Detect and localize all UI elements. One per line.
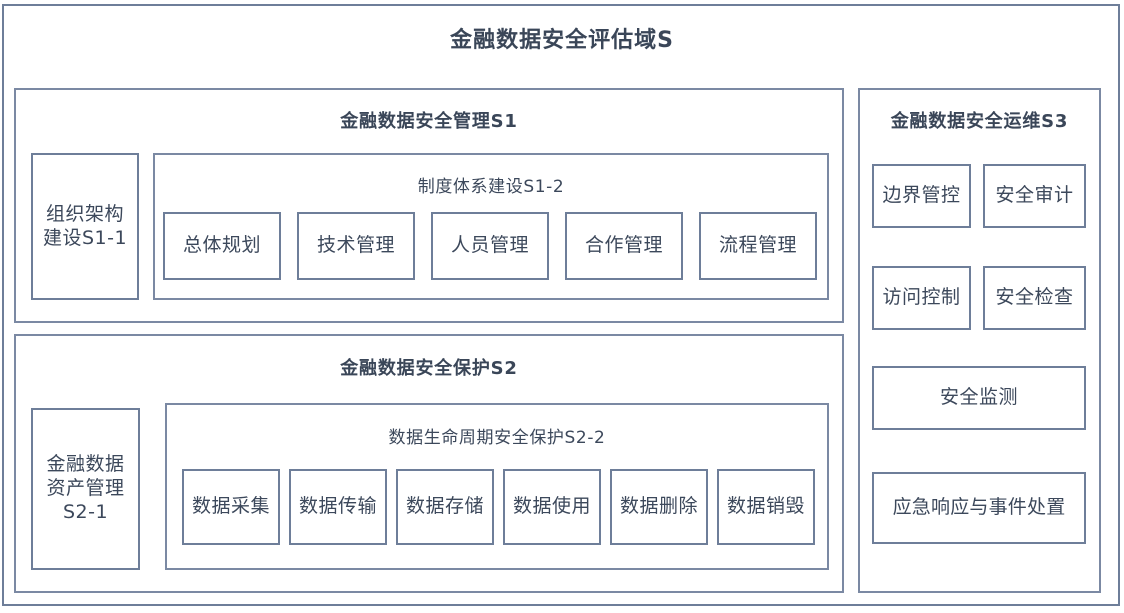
subpanel-title-s2-2: 数据生命周期安全保护S2-2	[388, 428, 606, 448]
section-title-s1: 金融数据安全管理S1	[340, 111, 518, 132]
box-s1-2-item-2[interactable]: 技术管理	[297, 212, 415, 280]
box-s2-2-item-1[interactable]: 数据采集	[182, 469, 280, 545]
diagram-title: 金融数据安全评估域S	[450, 28, 674, 53]
box-s2-2-item-2[interactable]: 数据传输	[289, 469, 387, 545]
box-s1-2-item-3[interactable]: 人员管理	[431, 212, 549, 280]
box-s2-2-item-5[interactable]: 数据删除	[610, 469, 708, 545]
box-s1-1[interactable]: 组织架构 建设S1-1	[31, 153, 139, 300]
box-s2-1[interactable]: 金融数据 资产管理 S2-1	[31, 408, 140, 570]
box-s2-2-item-4[interactable]: 数据使用	[503, 469, 601, 545]
box-s1-2-item-5[interactable]: 流程管理	[699, 212, 817, 280]
box-s2-2-item-3[interactable]: 数据存储	[396, 469, 494, 545]
box-s2-2-item-6[interactable]: 数据销毁	[717, 469, 815, 545]
box-s1-2-item-4[interactable]: 合作管理	[565, 212, 683, 280]
subpanel-title-s1-2: 制度体系建设S1-2	[417, 177, 565, 197]
box-s3-item-3[interactable]: 访问控制	[872, 266, 971, 330]
box-s3-wide-2[interactable]: 应急响应与事件处置	[872, 472, 1086, 544]
box-s1-2-item-1[interactable]: 总体规划	[163, 212, 281, 280]
box-s3-item-2[interactable]: 安全审计	[983, 164, 1086, 228]
box-s3-item-4[interactable]: 安全检查	[983, 266, 1086, 330]
box-s3-item-1[interactable]: 边界管控	[872, 164, 971, 228]
box-s3-wide-1[interactable]: 安全监测	[872, 366, 1086, 430]
section-title-s3: 金融数据安全运维S3	[890, 111, 1069, 132]
section-title-s2: 金融数据安全保护S2	[340, 358, 518, 379]
